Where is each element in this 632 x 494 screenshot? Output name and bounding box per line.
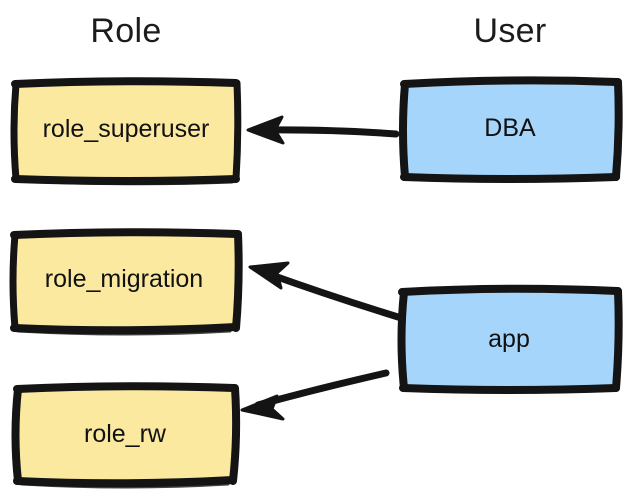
app-edge-right [612,287,623,392]
role-superuser-edge-bottom [11,175,240,185]
node-role-rw[interactable] [11,382,241,489]
role-migration-sketch-underline [16,329,232,336]
role-migration-edge-top [10,228,241,239]
dba-edge-right [612,78,623,181]
edge-app-to-role-migration [248,261,402,321]
edge-dba-arrowhead [246,115,285,145]
app-edge-left [397,288,408,392]
role-superuser-edge-top [11,77,240,88]
node-role-superuser[interactable] [10,77,242,186]
role-rw-fill [16,387,235,483]
role-superuser-fill [15,82,237,180]
role-migration-edge-right [232,230,243,332]
column-header-user: User [473,12,547,50]
dba-edge-top [400,76,621,88]
role-migration-edge-bottom [10,323,240,335]
role-superuser-edge-right [232,79,242,183]
role-superuser-edge-left [10,80,20,183]
edge-app-rw-arrowhead [240,394,285,421]
dba-fill [405,81,617,178]
role-rw-edge-top [13,382,238,393]
edge-app-to-role-rw [240,369,390,421]
role-migration-fill [13,233,237,330]
app-edge-bottom [399,384,620,394]
node-dba[interactable] [399,76,623,183]
column-header-role: Role [90,12,162,50]
role-rw-sketch-underline [20,482,230,489]
edge-dba-to-role-superuser [246,115,400,145]
edge-app-migration-line [262,269,402,321]
edge-app-rw-line [254,369,390,409]
dba-edge-left [399,80,409,181]
app-fill [403,290,617,389]
node-role-migration[interactable] [9,228,243,336]
role-migration-edge-left [9,231,19,332]
dba-edge-bottom [400,173,620,183]
app-edge-top [398,284,621,296]
role-superuser-sketch-underline [18,179,234,186]
role-rw-edge-left [11,385,22,485]
edge-app-migration-arrowhead [248,261,290,290]
role-rw-edge-bottom [13,476,237,488]
role-rw-edge-right [229,384,241,485]
node-app[interactable] [397,284,623,394]
